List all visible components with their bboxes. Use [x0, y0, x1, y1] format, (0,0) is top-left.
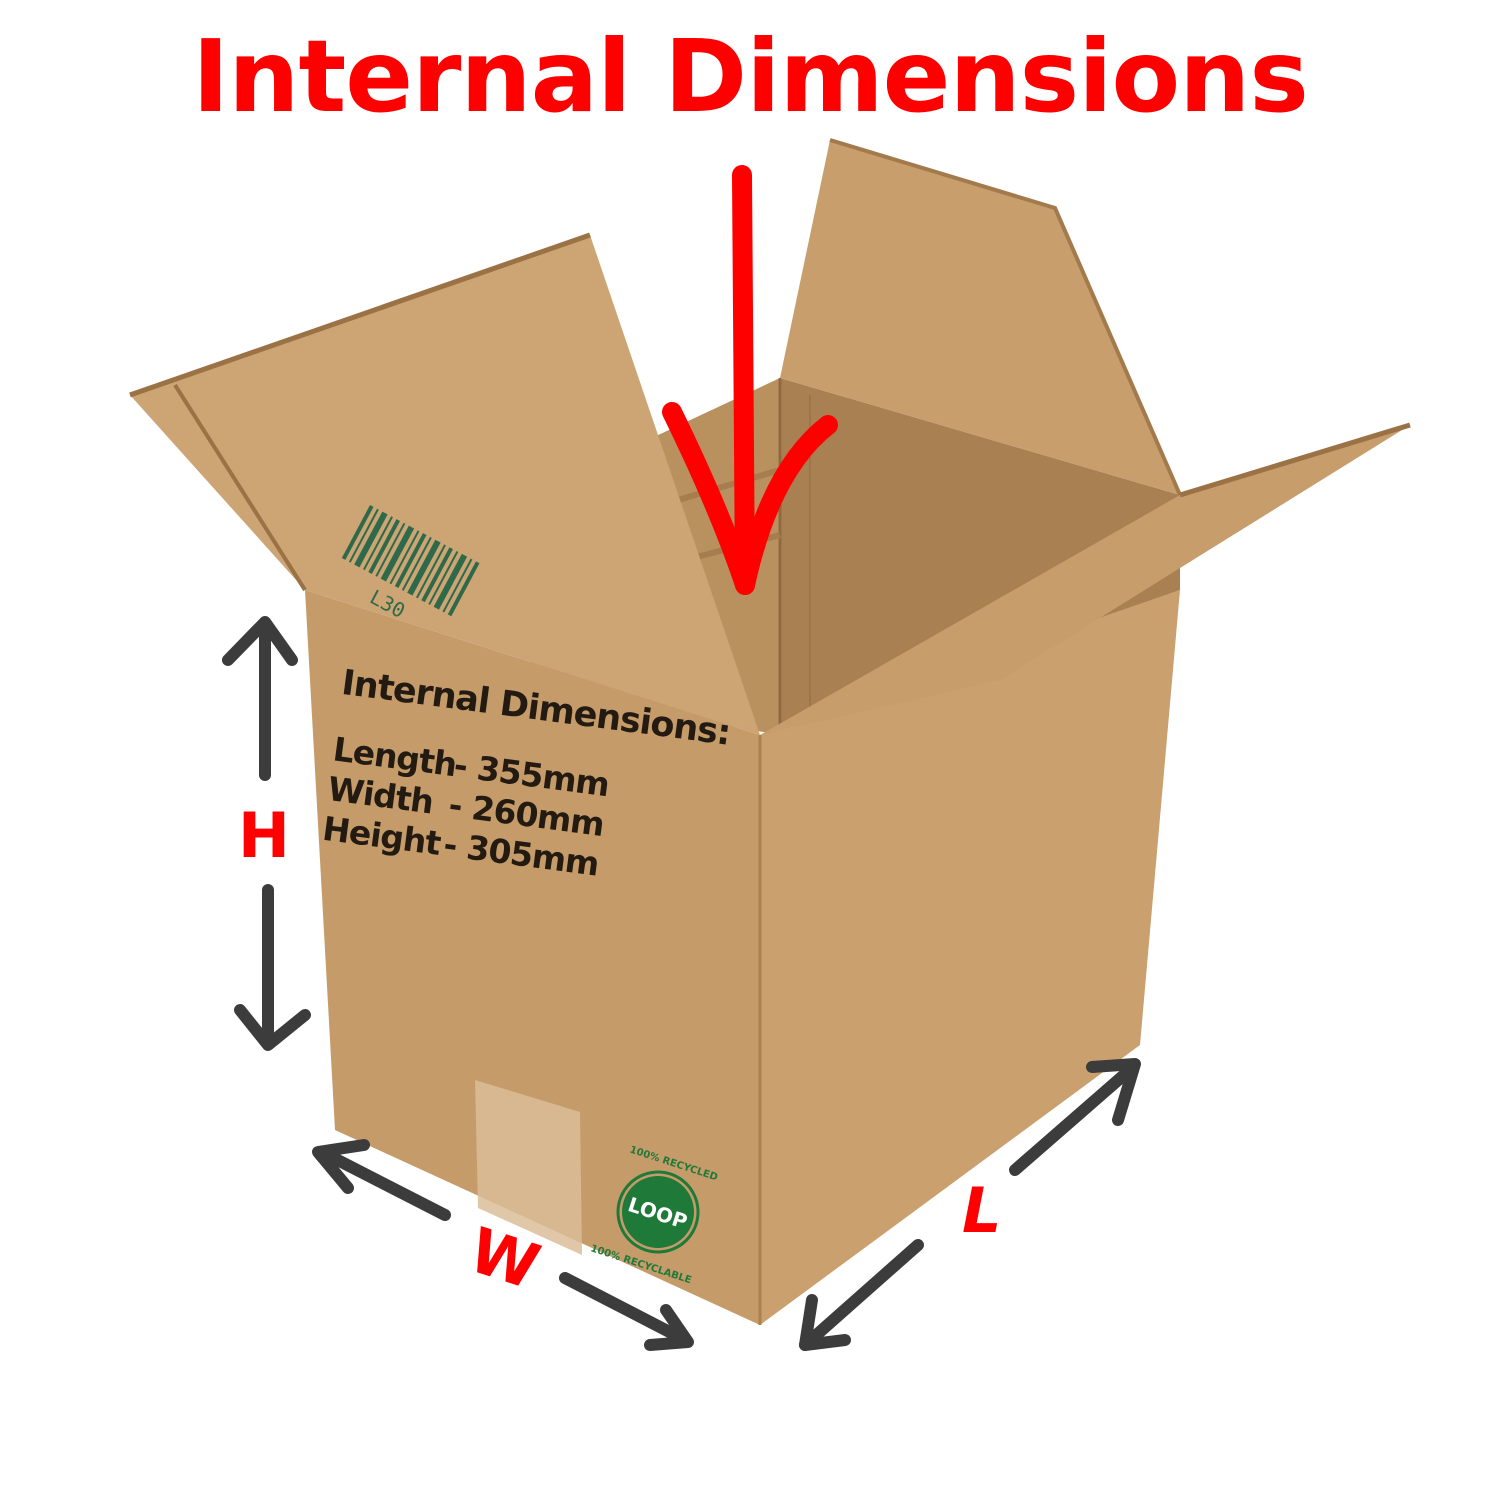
page-title: Internal Dimensions	[192, 18, 1309, 135]
box-front-face	[305, 590, 760, 1325]
box-left-flap	[130, 235, 760, 735]
box-interior-right-wall	[780, 378, 1180, 735]
box-back-flap	[780, 140, 1180, 495]
width-arrow-icon	[312, 1139, 694, 1351]
length-arrow-icon	[799, 1058, 1141, 1351]
height-arrow-icon	[222, 616, 311, 1051]
box-right-flap	[760, 425, 1410, 735]
box-right-face	[760, 590, 1180, 1325]
tape-patch	[475, 1080, 582, 1255]
length-label: L	[962, 1174, 1002, 1247]
height-label: H	[238, 799, 290, 872]
down-arrow-icon	[662, 165, 838, 595]
